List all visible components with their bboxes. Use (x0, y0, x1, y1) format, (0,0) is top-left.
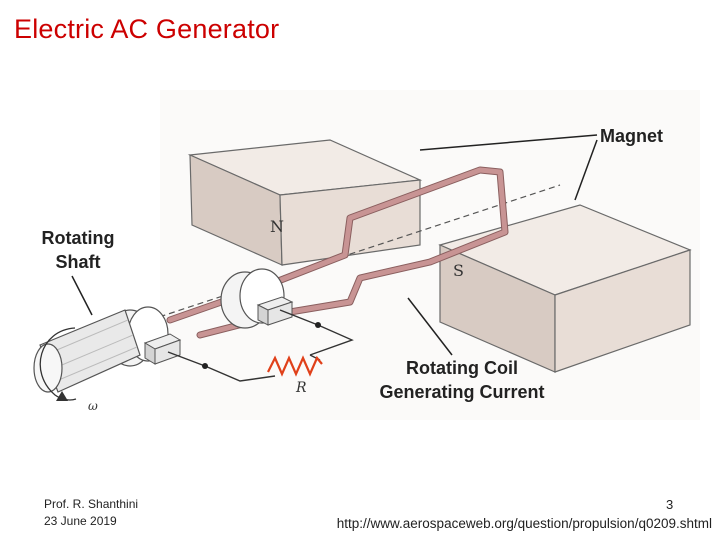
magnet-pointer-top (419, 134, 598, 151)
magnet-label: Magnet (600, 126, 663, 146)
rotating-shaft-label-line2: Shaft (56, 252, 101, 272)
author-name: Prof. R. Shanthini (44, 497, 139, 511)
resistor-label: R (295, 380, 307, 396)
source-link[interactable]: http://www.aerospaceweb.org/question/pro… (336, 516, 712, 531)
rotating-shaft-label-line1: Rotating (42, 228, 115, 248)
north-pole-label: N (270, 217, 284, 236)
rotating-coil-label-line1: Rotating Coil (406, 358, 518, 378)
coil-pointer (407, 297, 453, 356)
rotating-coil (166, 166, 509, 339)
rotation-arrowhead-icon (56, 391, 68, 401)
presentation-date: 23 June 2019 (44, 514, 117, 528)
rotation-arrow (39, 327, 77, 401)
terminal-node-top (315, 322, 321, 328)
page-number: 3 (666, 497, 674, 512)
terminal-node-bottom (202, 363, 208, 369)
rotating-shaft (33, 309, 141, 393)
shaft-pointer (71, 275, 93, 316)
generator-diagram: ω R N S Magnet Rotating Shaft Rotating C… (33, 126, 692, 413)
south-pole-label: S (453, 261, 464, 280)
rotation-axis (149, 184, 561, 321)
omega-label: ω (88, 399, 98, 413)
rotating-coil-label-line2: Generating Current (379, 382, 544, 402)
brush-front (143, 333, 182, 365)
brush-back (256, 296, 294, 326)
slide-title: Electric AC Generator (14, 14, 280, 44)
resistor-zigzag-icon (267, 355, 323, 377)
magnet-pointer-bottom (574, 139, 598, 201)
